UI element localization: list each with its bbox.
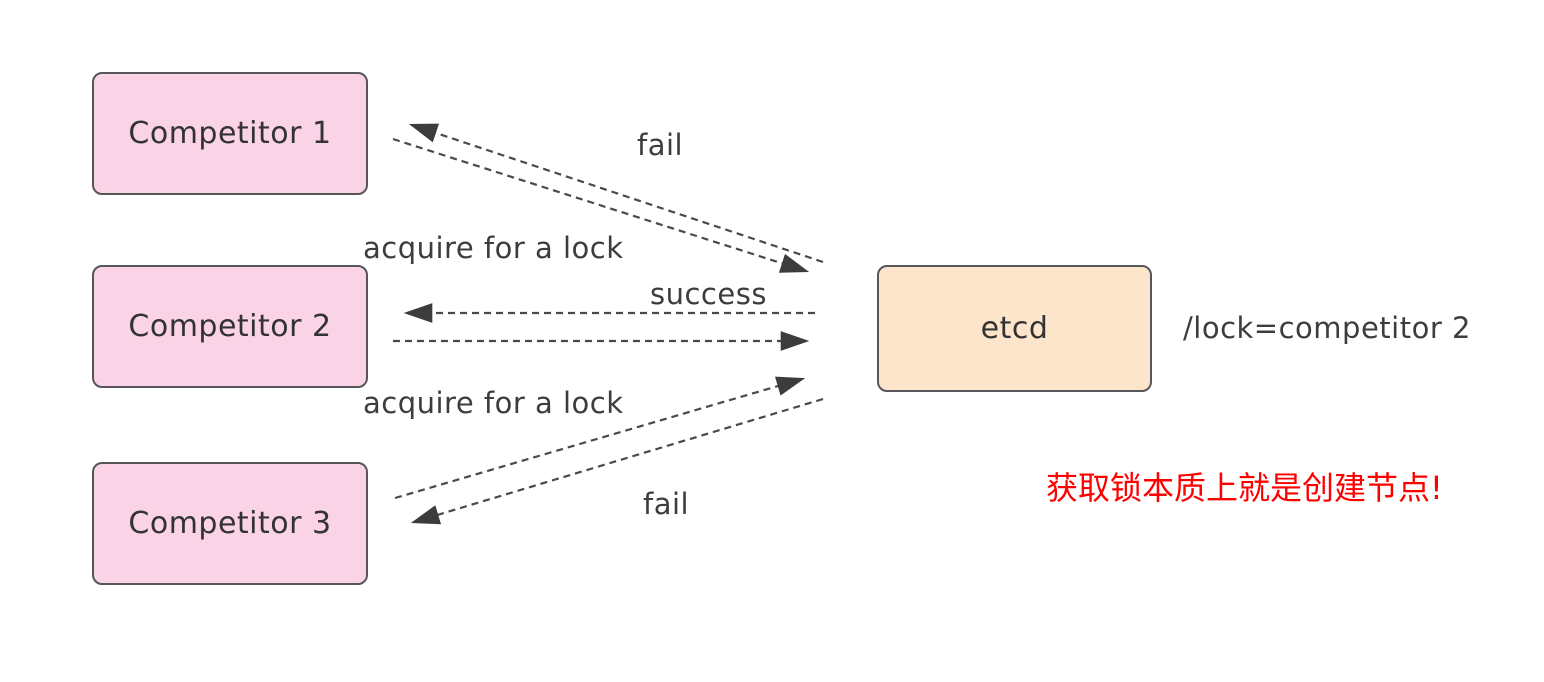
node-competitor-3: Competitor 3 [92, 462, 368, 585]
edge-label-c1-fail: fail [637, 128, 684, 162]
node-etcd-label: etcd [980, 311, 1049, 346]
edge-label-c1-acquire: acquire for a lock [363, 231, 624, 265]
node-competitor-1: Competitor 1 [92, 72, 368, 195]
node-etcd: etcd [877, 265, 1152, 392]
edge-label-c2-acquire: acquire for a lock [363, 386, 624, 420]
node-competitor-3-label: Competitor 3 [128, 506, 332, 541]
node-competitor-2-label: Competitor 2 [128, 309, 332, 344]
edge-label-c2-success: success [650, 277, 767, 311]
node-competitor-2: Competitor 2 [92, 265, 368, 388]
lock-key-annotation: /lock=competitor 2 [1183, 311, 1471, 345]
edge-label-c3-fail: fail [643, 487, 690, 521]
note-annotation: 获取锁本质上就是创建节点! [1046, 469, 1443, 507]
node-competitor-1-label: Competitor 1 [128, 116, 332, 151]
